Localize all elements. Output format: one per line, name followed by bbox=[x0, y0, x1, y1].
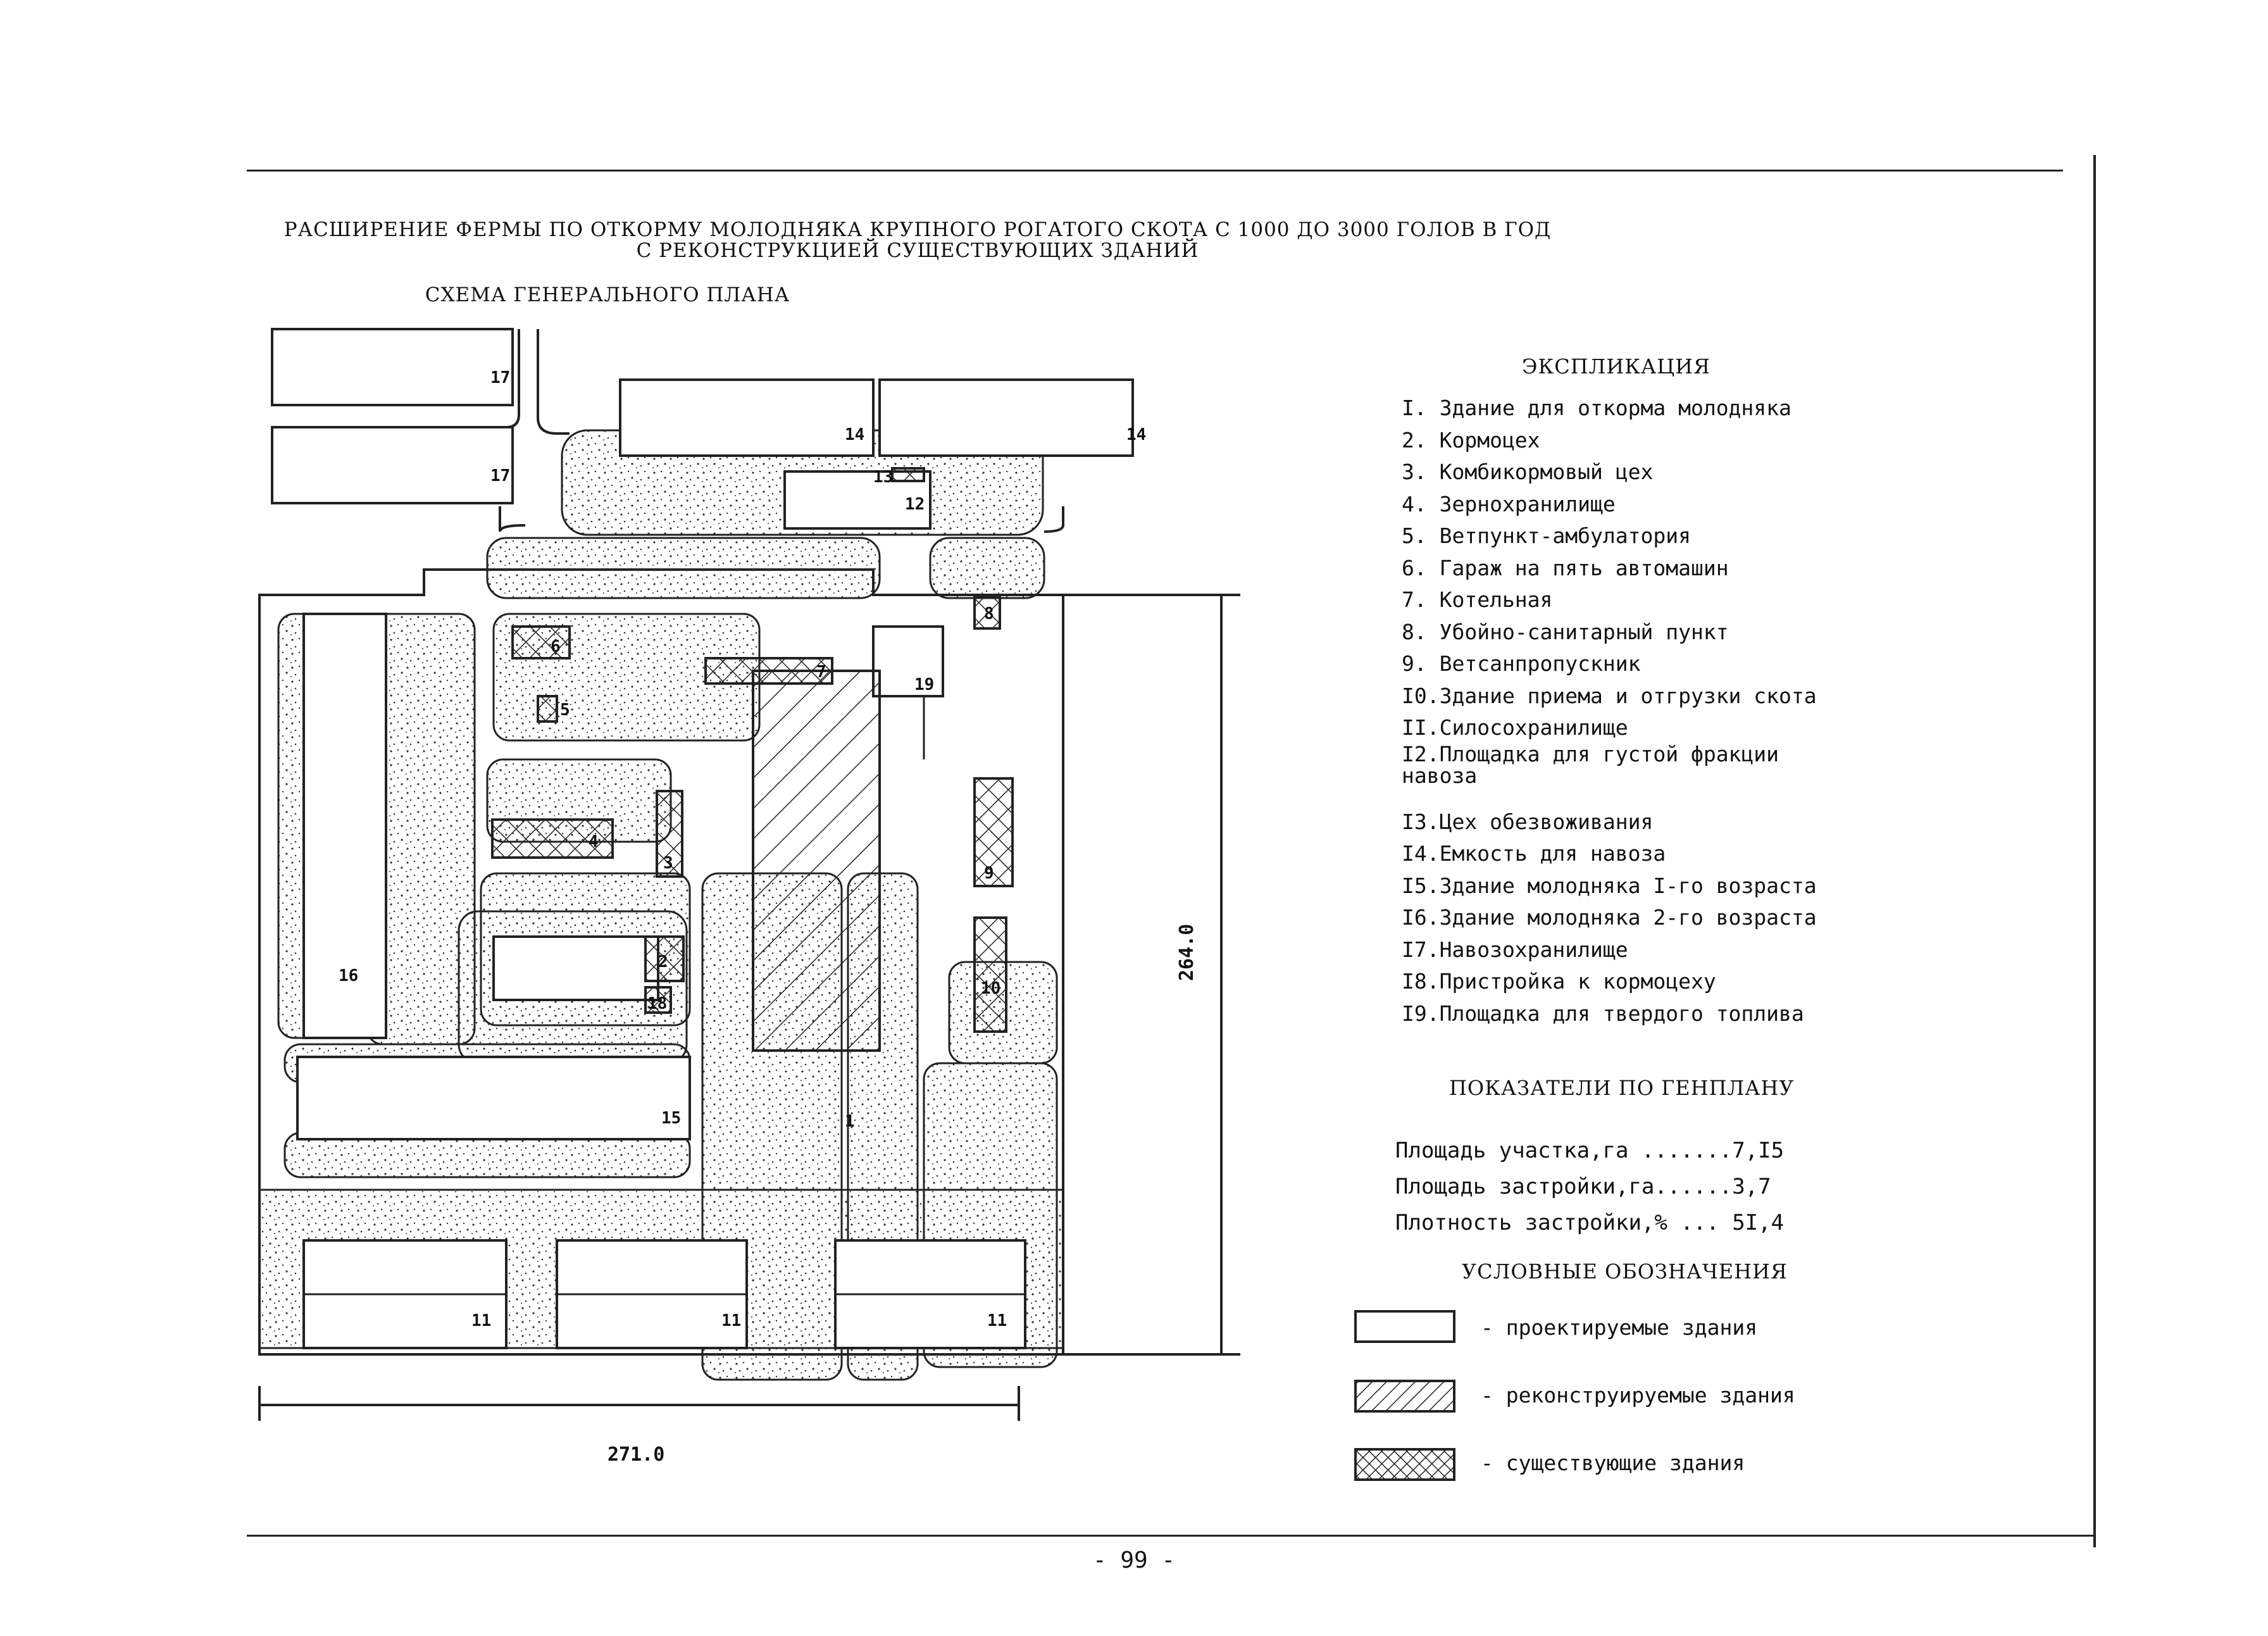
explication-item: 7. Котельная bbox=[1402, 587, 1553, 612]
label-building-1: 1 bbox=[845, 1112, 855, 1131]
plan-subtitle: СХЕМА ГЕНЕРАЛЬНОГО ПЛАНА bbox=[425, 284, 790, 306]
indicators-list: Площадь участка,га .......7,I5 Площадь з… bbox=[1395, 1133, 1784, 1241]
indicator-row: Плотность застройки,% ... 5I,4 bbox=[1395, 1210, 1785, 1235]
explication-item: I2.Площадка для густой фракции bbox=[1402, 741, 1779, 766]
explication-item: I. Здание для откорма молодняка bbox=[1402, 396, 1791, 420]
explication-item: I7.Навозохранилище bbox=[1402, 937, 1628, 962]
explication-item: 8. Убойно-санитарный пункт bbox=[1402, 619, 1729, 644]
explication-item: I4.Емкость для навоза bbox=[1402, 841, 1666, 866]
explication-item: I9.Площадка для твердого топлива bbox=[1402, 1001, 1804, 1026]
explication-title: ЭКСПЛИКАЦИЯ bbox=[1522, 354, 1710, 378]
title-line1: РАСШИРЕНИЕ ФЕРМЫ ПО ОТКОРМУ МОЛОДНЯКА КР… bbox=[284, 218, 1552, 241]
label-building-10: 10 bbox=[981, 979, 1000, 998]
explication-item: 6. Гараж на пять автомашин bbox=[1402, 555, 1729, 580]
legend-swatch-existing bbox=[1354, 1448, 1455, 1481]
indicators-title: ПОКАЗАТЕЛИ ПО ГЕНПЛАНУ bbox=[1449, 1076, 1795, 1100]
label-building-4: 4 bbox=[589, 832, 599, 851]
label-building-11a: 11 bbox=[471, 1311, 491, 1330]
legend-title: УСЛОВНЫЕ ОБОЗНАЧЕНИЯ bbox=[1462, 1259, 1788, 1283]
explication-item: I6.Здание молодняка 2-го возраста bbox=[1402, 905, 1817, 930]
explication-item: 9. Ветсанпропускник bbox=[1402, 651, 1641, 676]
legend-label-existing: - существующие здания bbox=[1481, 1451, 1745, 1475]
explication-item: навоза bbox=[1402, 763, 1478, 788]
bottom-rule bbox=[247, 1535, 2095, 1537]
dimension-height: 264.0 bbox=[1176, 924, 1198, 981]
label-building-11c: 11 bbox=[987, 1311, 1007, 1330]
label-building-14b: 14 bbox=[1126, 425, 1146, 444]
label-building-14a: 14 bbox=[845, 425, 864, 444]
explication-item: 3. Комбикормовый цех bbox=[1402, 459, 1654, 484]
explication-item: I0.Здание приема и отгрузки скота bbox=[1402, 683, 1817, 708]
label-building-8: 8 bbox=[984, 604, 994, 623]
title-line2: С РЕКОНСТРУКЦИЕЙ СУЩЕСТВУЮЩИХ ЗДАНИЙ bbox=[636, 239, 1199, 262]
label-building-6: 6 bbox=[551, 637, 561, 656]
indicator-row: Площадь застройки,га......3,7 bbox=[1395, 1174, 1771, 1199]
indicator-row: Площадь участка,га .......7,I5 bbox=[1395, 1138, 1785, 1163]
explication-item: 5. Ветпункт-амбулатория bbox=[1402, 523, 1691, 548]
explication-item: I3.Цех обезвоживания bbox=[1402, 809, 1654, 834]
explication-item: II.Силосохранилище bbox=[1402, 715, 1628, 740]
label-building-2: 2 bbox=[658, 952, 668, 971]
dimension-width: 271.0 bbox=[608, 1444, 664, 1466]
label-building-3: 3 bbox=[663, 854, 673, 873]
legend-swatch-reconstructed bbox=[1354, 1380, 1455, 1413]
label-building-16: 16 bbox=[339, 966, 358, 985]
label-building-11b: 11 bbox=[721, 1311, 741, 1330]
explication-item: I5.Здание молодняка I-го возраста bbox=[1402, 873, 1817, 898]
explication-item: 2. Кормоцех bbox=[1402, 427, 1540, 453]
label-building-18: 18 bbox=[647, 994, 667, 1013]
label-building-17b: 17 bbox=[490, 466, 510, 485]
label-building-17a: 17 bbox=[490, 368, 510, 387]
top-rule bbox=[247, 170, 2063, 172]
right-rule bbox=[2093, 155, 2096, 1547]
explication-item: I8.Пристройка к кормоцеху bbox=[1402, 969, 1716, 994]
label-building-9: 9 bbox=[984, 864, 994, 883]
label-building-5: 5 bbox=[560, 701, 570, 720]
label-building-7: 7 bbox=[816, 663, 826, 682]
label-building-19: 19 bbox=[914, 675, 934, 694]
legend-label-reconstructed: - реконструируемые здания bbox=[1481, 1383, 1795, 1408]
site-plan: 17 17 14 14 13 12 6 7 8 19 5 4 3 9 2 10 … bbox=[258, 328, 1240, 1466]
legend-swatch-designed bbox=[1354, 1310, 1455, 1343]
label-building-13: 13 bbox=[873, 468, 893, 487]
page-number: - 99 - bbox=[1092, 1547, 1176, 1573]
label-building-12: 12 bbox=[905, 495, 925, 514]
label-building-15: 15 bbox=[661, 1109, 681, 1128]
explication-list: I. Здание для откорма молодняка 2. Кормо… bbox=[1402, 392, 2193, 1030]
explication-item: 4. Зернохранилище bbox=[1402, 491, 1616, 516]
legend-label-designed: - проектируемые здания bbox=[1481, 1315, 1758, 1340]
